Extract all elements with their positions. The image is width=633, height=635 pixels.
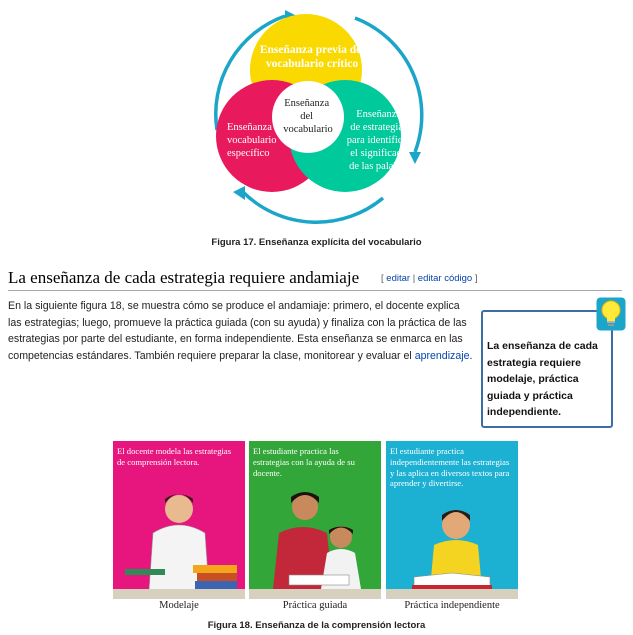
body-paragraph: En la siguiente figura 18, se muestra có… — [8, 300, 473, 362]
circle-right-label: Enseñanza de estrategias para identifica… — [347, 109, 413, 172]
edit-code-link[interactable]: editar código — [417, 273, 473, 284]
panel-practica-independiente-text: El estudiante practica independientement… — [390, 446, 510, 489]
section-heading: La enseñanza de cada estrategia requiere… — [8, 268, 360, 287]
independent-practice-illustration — [386, 510, 518, 599]
panel-practica-independiente: El estudiante practica independientement… — [386, 441, 518, 599]
vocabulary-venn-diagram: Enseñanza previa de vocabulario crítico … — [214, 10, 424, 224]
panel-modelaje: El docente modela las estrategias de com… — [113, 441, 245, 599]
panel-label-practica-independiente: Práctica independiente — [404, 600, 500, 611]
circle-center — [272, 81, 344, 153]
lightbulb-icon — [596, 297, 626, 331]
edit-links: [ editar | editar código ] — [381, 273, 478, 284]
guided-practice-illustration — [249, 492, 381, 599]
circle-center-label: Enseñanza del vocabulario — [283, 98, 333, 135]
panel-modelaje-text: El docente modela las estrategias de com… — [117, 446, 232, 467]
callout-text: La enseñanza de cada estrategia requiere… — [487, 340, 598, 418]
panel-label-practica-guiada: Práctica guiada — [282, 600, 348, 611]
teacher-reading-illustration — [113, 494, 245, 599]
section-heading-row: La enseñanza de cada estrategia requiere… — [8, 268, 622, 291]
figure17-caption: Figura 17. Enseñanza explícita del vocab… — [211, 237, 422, 248]
aprendizaje-link[interactable]: aprendizaje — [414, 349, 470, 362]
panel-practica-guiada-text: El estudiante practica las estrategias c… — [253, 446, 355, 478]
circle-left-label: Enseñanza de vocabulario específico — [227, 122, 287, 159]
cycle-arrows — [214, 14, 424, 224]
edit-link[interactable]: editar — [386, 273, 411, 284]
panel-practica-guiada: El estudiante practica las estrategias c… — [249, 441, 381, 599]
figure18-caption: Figura 18. Enseñanza de la comprensión l… — [207, 620, 426, 631]
panel-label-modelaje: Modelaje — [159, 600, 199, 611]
circle-top-label: Enseñanza previa de vocabulario crítico — [260, 44, 364, 70]
tip-callout: La enseñanza de cada estrategia requiere… — [481, 310, 613, 428]
